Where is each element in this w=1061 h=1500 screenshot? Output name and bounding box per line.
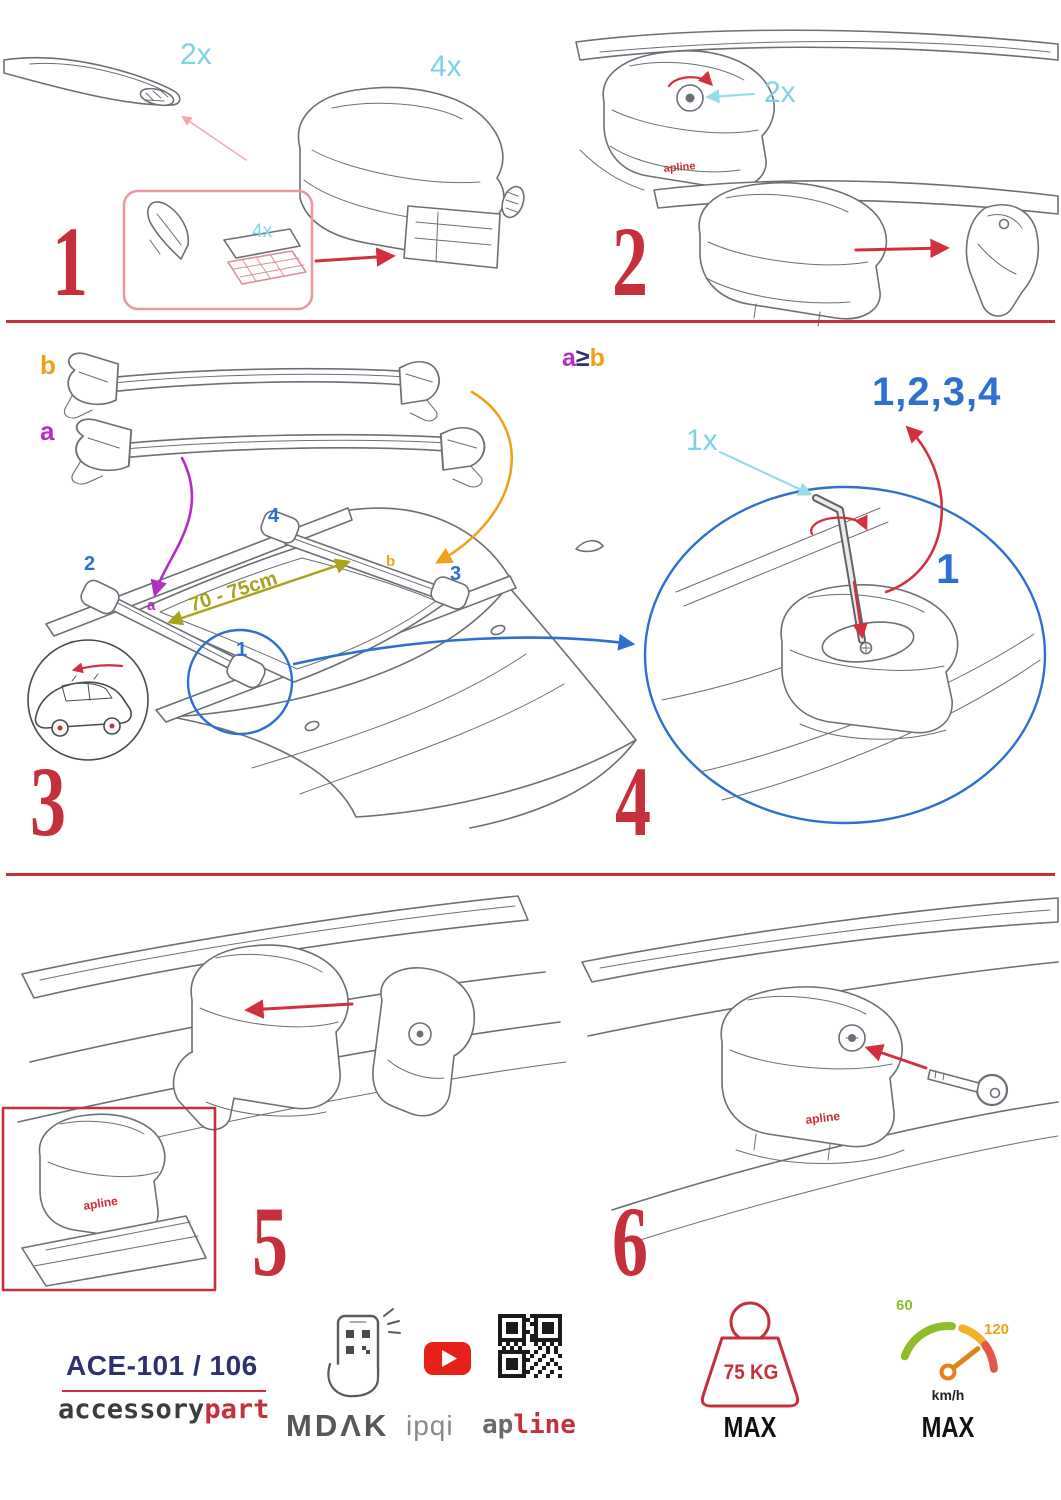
roof-position-3: 3 — [450, 563, 462, 585]
roof-position-1: 1 — [236, 639, 248, 661]
crossbar-drawing — [3, 56, 181, 107]
speed-scale-high: 120 — [984, 1321, 1010, 1338]
roof-bar-a-label: a — [147, 597, 156, 614]
logo-mdak: MDΛK — [286, 1408, 390, 1443]
step6-art: apline — [581, 897, 1059, 1241]
apline-label: apline — [82, 1194, 119, 1213]
step1-art — [3, 56, 525, 311]
rule-b: b — [589, 344, 605, 372]
weight-icon — [700, 1301, 800, 1408]
step3-bar-b-label: b — [40, 350, 56, 380]
step6-number: 6 — [612, 1186, 648, 1297]
step3-art — [27, 352, 637, 829]
footer-art — [327, 1301, 998, 1408]
cover-piece-drawing — [372, 967, 476, 1117]
qr-code-icon — [498, 1314, 562, 1378]
step2-qty-lock: 2x — [764, 76, 796, 109]
key-drawing — [927, 1069, 1009, 1107]
roof-position-4: 4 — [268, 505, 280, 527]
model-number: ACE-101 / 106 — [66, 1350, 258, 1381]
step3-bar-a-label: a — [40, 416, 55, 446]
logo-apline: apline — [482, 1412, 576, 1438]
dimension-arrow — [167, 558, 351, 626]
model-underline — [62, 1390, 266, 1392]
bolt-arrow — [852, 580, 868, 640]
brand-accessorypart: accessorypart — [58, 1396, 269, 1423]
brand-part: part — [204, 1394, 270, 1425]
step1-qty-crossbar: 2x — [180, 38, 212, 71]
foot-key-drawing: apline — [720, 986, 905, 1164]
step4-art — [643, 425, 1047, 825]
detail-circle — [186, 628, 294, 736]
step1-number: 1 — [52, 206, 88, 317]
step5-number: 5 — [252, 1186, 288, 1297]
foot-cap-drawing — [653, 180, 1059, 327]
car-inset — [27, 639, 149, 761]
apline-label: apline — [805, 1109, 841, 1127]
roof-bar-b-label: b — [386, 553, 396, 570]
step1-qty-pad: 4x — [252, 221, 273, 242]
max-weight-value: 75 KG — [723, 1361, 779, 1384]
section-divider-bottom — [6, 873, 1055, 876]
max-weight-label: MAX — [723, 1412, 777, 1444]
slide-arrow — [244, 999, 354, 1019]
bar-a-guide-arrow — [150, 456, 194, 598]
speedometer-icon — [900, 1322, 998, 1381]
phone-qr-icon — [327, 1308, 401, 1398]
bar-top-drawing — [575, 29, 1059, 61]
foot-lock-drawing: apline — [579, 50, 775, 191]
logo-apline-ap: ap — [482, 1410, 514, 1440]
tighten-sequence: 1,2,3,4 — [872, 370, 1002, 414]
bar-b-guide-arrow — [435, 390, 513, 564]
rear-bar — [260, 510, 470, 610]
rule-a-gte-b: a≥b — [562, 346, 605, 371]
step5-art: apline — [1, 895, 567, 1292]
brand-accessory: accessory — [58, 1394, 205, 1425]
sequence-arrow — [884, 425, 944, 594]
foot-front-drawing — [297, 86, 525, 269]
step4-number: 4 — [615, 746, 651, 857]
step4-qty-key: 1x — [686, 424, 718, 457]
detail-link-arrow — [292, 633, 636, 666]
logo-ipqi: ipqi — [406, 1410, 454, 1441]
rule-a: a — [562, 344, 576, 372]
speed-unit: km/h — [931, 1387, 965, 1403]
section-divider-top — [6, 320, 1055, 323]
step1-qty-foot: 4x — [430, 50, 462, 83]
foot-side-drawing — [172, 944, 349, 1131]
rotate-arrow — [810, 514, 868, 536]
key-qty-arrow — [718, 450, 813, 496]
key-insert-arrow — [864, 1044, 928, 1070]
step5-inset: apline — [1, 1106, 217, 1292]
bar-a-drawing — [71, 418, 486, 488]
leader-line — [181, 115, 247, 161]
front-bar — [80, 579, 266, 689]
apline-label: apline — [663, 160, 696, 175]
allen-key-drawing — [812, 494, 866, 644]
speed-scale-low: 60 — [896, 1297, 913, 1314]
pad-inset — [122, 189, 396, 311]
bar-b-drawing — [63, 352, 441, 422]
step3-number: 3 — [30, 746, 66, 857]
youtube-icon — [424, 1342, 471, 1375]
max-speed-label: MAX — [921, 1412, 975, 1444]
logo-apline-line: line — [513, 1410, 576, 1440]
roof-position-2: 2 — [84, 553, 96, 575]
rule-op: ≥ — [575, 344, 590, 372]
foot-open-drawing — [780, 584, 959, 740]
step2-number: 2 — [612, 206, 648, 317]
car-roof-drawing — [45, 390, 637, 829]
step2-art: apline — [575, 29, 1059, 327]
step4-first-position: 1 — [936, 545, 960, 592]
